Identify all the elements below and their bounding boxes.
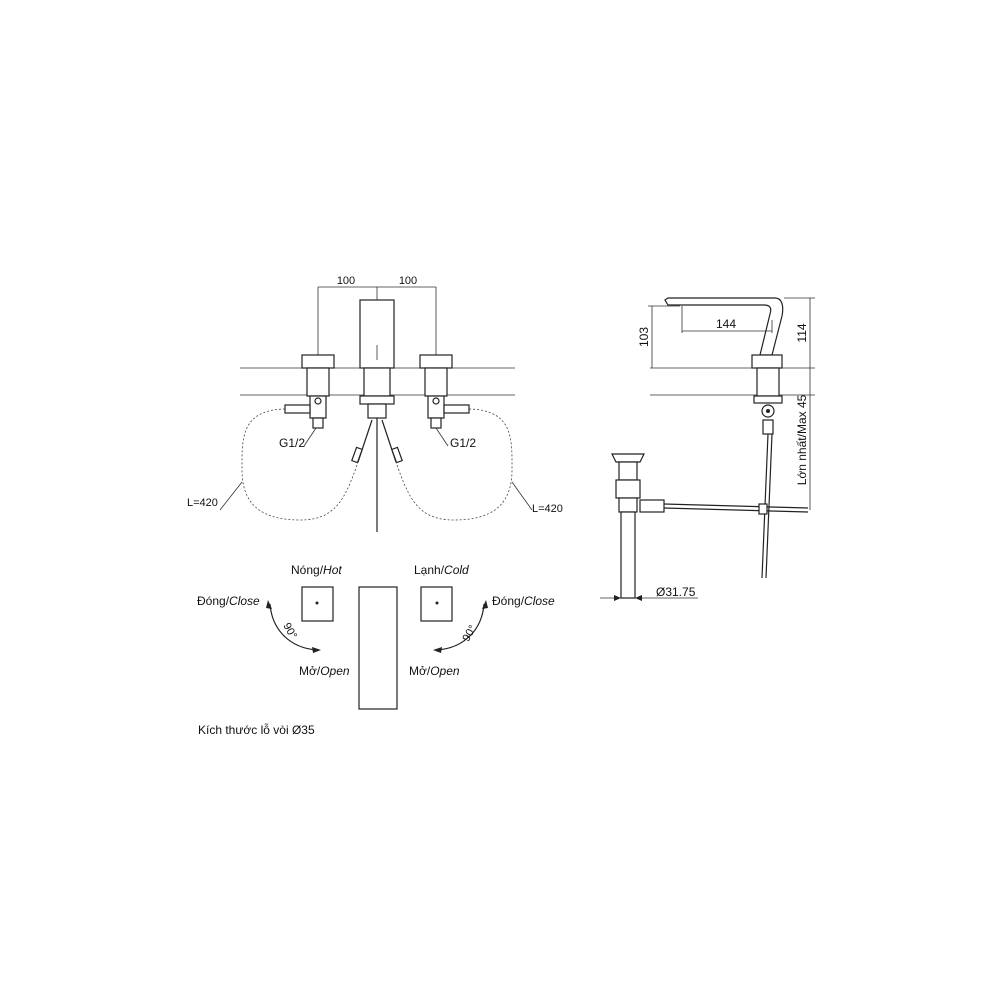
dimension-drain-diameter: Ø31.75 — [656, 585, 696, 599]
hole-size-note: Kích thước lỗ vòi Ø35 — [198, 722, 315, 737]
dimension-total-height: 114 — [795, 323, 809, 342]
dimension-reach: 144 — [716, 317, 736, 331]
close-label-right: Đóng/Close — [492, 594, 555, 608]
dimension-spout-height: 103 — [637, 327, 651, 347]
cold-label-en: Cold — [444, 563, 469, 577]
dimension-deck-max: Lớn nhất/Max 45 — [795, 394, 809, 485]
close-left-en: Close — [229, 594, 260, 608]
dimension-spacing-left: 100 — [337, 275, 355, 287]
thread-size-right: G1/2 — [450, 436, 476, 450]
hose-length-left: L=420 — [187, 497, 218, 509]
open-right-en: Open — [430, 664, 460, 678]
angle-left: 90° — [280, 621, 299, 641]
front-view: 100 100 G1/2 G1/2 — [187, 275, 563, 532]
close-right-vi: Đóng/ — [492, 594, 525, 608]
open-right-vi: Mở/ — [409, 664, 431, 678]
close-right-en: Close — [524, 594, 555, 608]
hot-label: Nóng/Hot — [291, 563, 342, 577]
open-left-en: Open — [320, 664, 350, 678]
close-label-left: Đóng/Close — [197, 594, 260, 608]
close-left-vi: Đóng/ — [197, 594, 230, 608]
thread-size-left: G1/2 — [279, 436, 305, 450]
open-label-left: Mở/Open — [299, 664, 350, 678]
open-label-right: Mở/Open — [409, 664, 460, 678]
hose-length-right: L=420 — [532, 503, 563, 515]
handle-operation-view: 90° 90° Nóng/Hot Lạnh/Cold Đóng/Close Đó… — [197, 563, 555, 737]
hot-label-vi: Nóng/ — [291, 563, 324, 577]
cold-label-vi: Lạnh/ — [414, 563, 445, 577]
cold-label: Lạnh/Cold — [414, 563, 469, 577]
dimension-spacing-right: 100 — [399, 275, 417, 287]
open-left-vi: Mở/ — [299, 664, 321, 678]
side-view: 144 103 114 Lớn nhất/Max 45 Ø31.75 — [600, 297, 815, 601]
hot-label-en: Hot — [323, 563, 342, 577]
angle-right: 90° — [460, 623, 479, 643]
